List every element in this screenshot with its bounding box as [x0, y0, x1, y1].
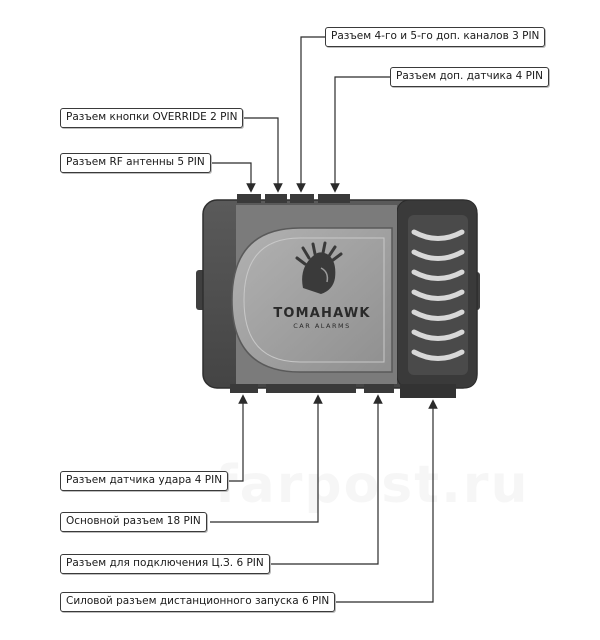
label-sensor: Разъем доп. датчика 4 PIN — [390, 67, 549, 87]
label-central-lock: Разъем для подключения Ц.З. 6 PIN — [60, 554, 270, 574]
logo-brand: TOMAHAWK — [273, 306, 370, 321]
vent-slats — [411, 229, 465, 361]
connector-override — [265, 194, 287, 203]
label-rf: Разъем RF антенны 5 PIN — [60, 153, 211, 173]
connector-ch45 — [290, 194, 314, 203]
label-power: Силовой разъем дистанционного запуска 6 … — [60, 592, 336, 612]
chief-logo-icon — [295, 241, 343, 294]
connector-shock — [230, 384, 258, 393]
connector-main — [266, 384, 356, 393]
label-shock: Разъем датчика удара 4 PIN — [60, 471, 229, 491]
connector-power — [400, 384, 456, 398]
connector-rf — [237, 194, 261, 203]
leader-lines-bottom — [210, 394, 438, 603]
front-panel — [231, 227, 393, 373]
front-panel-bevel — [243, 237, 385, 363]
logo-tagline: CAR ALARMS — [293, 322, 350, 330]
connector-central-lock — [364, 384, 394, 393]
label-ch45: Разъем 4-го и 5-го доп. каналов 3 PIN — [325, 27, 546, 47]
watermark: farpost.ru — [215, 455, 530, 515]
connector-sensor — [318, 194, 350, 203]
label-override: Разъем кнопки OVERRIDE 2 PIN — [60, 108, 244, 128]
leader-lines-top — [207, 36, 390, 193]
label-main: Основной разъем 18 PIN — [60, 512, 207, 532]
